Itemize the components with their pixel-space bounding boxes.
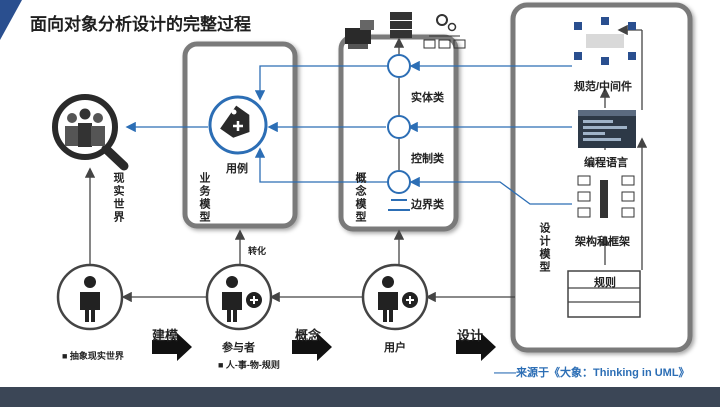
reality-label: 现实世界	[112, 172, 124, 224]
entity-node	[387, 54, 411, 78]
magnifier-people-icon	[52, 94, 129, 171]
abstract-world-label: ■ 抽象现实世界	[62, 351, 124, 361]
server-icon	[390, 12, 412, 38]
control-node	[387, 115, 411, 139]
design-model-label: 设计模型	[538, 222, 550, 274]
boundary-to-usecase-line	[254, 147, 388, 183]
concept-model-label: 概念模型	[354, 172, 366, 224]
model-arrow-label: 建模	[152, 328, 179, 343]
entity-class-label: 实体类	[411, 92, 444, 104]
design-arrow-label: 设计	[457, 328, 484, 343]
rules-box	[567, 270, 641, 318]
entity-to-usecase-line	[254, 65, 388, 101]
business-model-label: 业务模型	[198, 172, 210, 224]
footer-bar	[0, 387, 720, 407]
participant-person-plus-icon	[205, 263, 273, 331]
user-person-plus-icon	[361, 263, 429, 331]
architecture-icon	[577, 175, 635, 218]
use-case-label: 用例	[226, 163, 248, 175]
design-arrow	[456, 333, 496, 361]
boundary-node	[387, 170, 411, 194]
tag-plus-icon	[208, 95, 268, 155]
participant-note: ■ 人-事-物-规则	[218, 360, 280, 370]
gear-icon	[436, 14, 457, 32]
concept-arrow	[292, 333, 332, 361]
arch-label: 架构和框架	[575, 236, 630, 248]
transform-label: 转化	[248, 246, 267, 256]
boundary-class-label: 边界类	[411, 199, 444, 211]
control-class-label: 控制类	[411, 153, 444, 165]
computer-devices-icon	[345, 20, 374, 49]
middleware-icon	[574, 17, 636, 65]
spec-label: 规范/中间件	[574, 81, 633, 93]
user-label: 用户	[384, 342, 406, 354]
model-arrow	[152, 333, 192, 361]
network-icon	[423, 35, 466, 49]
code-label: 编程语言	[584, 157, 628, 169]
corner-accent	[0, 0, 22, 40]
source-credit: ——来源于《大象：Thinking in UML》	[494, 367, 690, 379]
rules-label: 规则	[594, 277, 616, 289]
code-window-icon	[578, 110, 636, 148]
design-model-box	[510, 2, 693, 353]
arch-to-boundary-line	[409, 176, 572, 205]
concept-arrow-label: 概念	[295, 328, 322, 343]
participant-label: 参与者	[222, 342, 255, 354]
abstract-person-icon	[56, 263, 124, 331]
page-title: 面向对象分析设计的完整过程	[30, 15, 251, 34]
